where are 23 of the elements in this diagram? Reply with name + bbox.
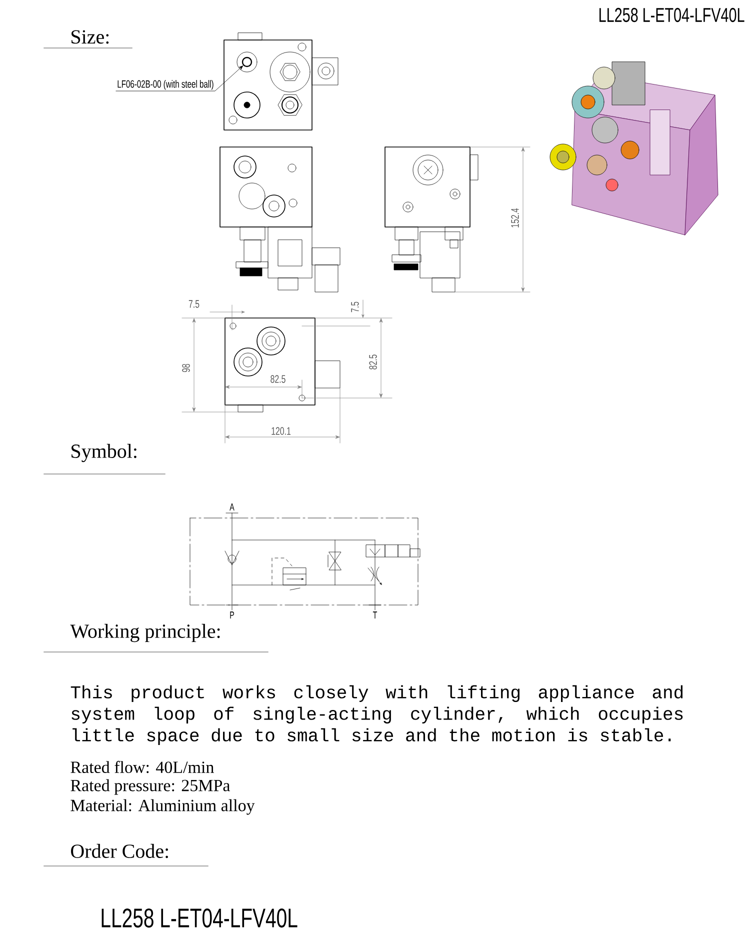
spec-text: Rated pressure: 25MPa	[70, 779, 230, 795]
section-heading: Order Code:	[71, 844, 168, 858]
part-label: LF06-02B-00 (with steel ball)	[118, 80, 214, 90]
spec-text: Material: Aluminium alloy	[70, 799, 255, 815]
port-label: A	[230, 504, 234, 510]
section-heading: Working principle:	[70, 624, 220, 642]
section-heading: Size:	[72, 30, 109, 44]
dimension-text: 7.5	[188, 300, 200, 308]
dimension-text: 98	[182, 364, 190, 372]
dimension-text: 120.1	[272, 427, 291, 435]
port-circle	[242, 56, 252, 68]
section-heading: Symbol:	[72, 444, 136, 462]
leader-line	[116, 66, 243, 92]
dimension-text: 82.5	[369, 354, 377, 370]
port-label: T	[372, 612, 378, 618]
description-paragraph: This product works closely with lifting appliance and system loop of single-acting cylinder, which occupies little space due to small size and the motion is stable.	[70, 685, 683, 745]
model-code: LL258 L-ET04-LFV40L	[599, 8, 744, 22]
dimension-text: 7.5	[351, 302, 359, 312]
port-label: P	[230, 612, 234, 618]
model-code: LL258 L-ET04-LFV40L	[102, 908, 298, 928]
spec-text: Rated flow: 40L/min	[70, 760, 214, 774]
dimension-text: 82.5	[270, 375, 286, 383]
dimension-text: 152.4	[511, 208, 519, 228]
